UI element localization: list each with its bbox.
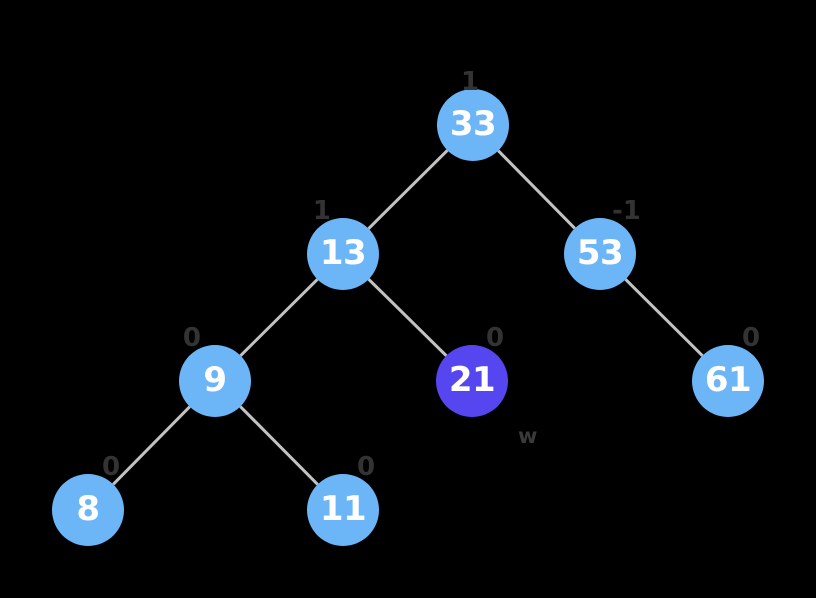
- tree-edge: [497, 149, 576, 230]
- balance-factor-61: 0: [742, 323, 761, 353]
- tree-edge: [367, 149, 449, 230]
- balance-factor-13: 1: [312, 196, 331, 226]
- tree-node-53[interactable]: 53: [564, 218, 636, 290]
- tree-edge: [367, 278, 448, 357]
- tree-node-value: 61: [704, 360, 752, 400]
- tree-node-9[interactable]: 9: [179, 345, 251, 417]
- tree-node-value: 9: [203, 360, 227, 400]
- balance-factor-53: -1: [612, 196, 641, 226]
- balance-factor-21: 0: [486, 323, 505, 353]
- tree-edge: [112, 405, 191, 486]
- tree-node-value: 8: [76, 489, 100, 529]
- tree-edge: [239, 405, 319, 486]
- tree-node-21[interactable]: 21: [436, 345, 508, 417]
- tree-node-33[interactable]: 33: [437, 89, 509, 161]
- balance-factor-8: 0: [102, 452, 121, 482]
- balance-factor-11: 0: [357, 452, 376, 482]
- tree-node-value: 33: [449, 104, 497, 144]
- tree-node-13[interactable]: 13: [307, 218, 379, 290]
- tree-node-8[interactable]: 8: [52, 474, 124, 546]
- tree-node-value: 53: [576, 233, 624, 273]
- balance-factor-9: 0: [182, 323, 201, 353]
- tree-node-value: 13: [319, 233, 367, 273]
- tree-edge: [624, 278, 704, 357]
- tree-node-11[interactable]: 11: [307, 474, 379, 546]
- tree-node-value: 11: [319, 489, 367, 529]
- tree-node-value: 21: [448, 360, 496, 400]
- pointer-label-w: w: [518, 424, 538, 448]
- tree-node-61[interactable]: 61: [692, 345, 764, 417]
- balance-factor-33: 1: [460, 67, 480, 97]
- tree-edge: [239, 278, 319, 357]
